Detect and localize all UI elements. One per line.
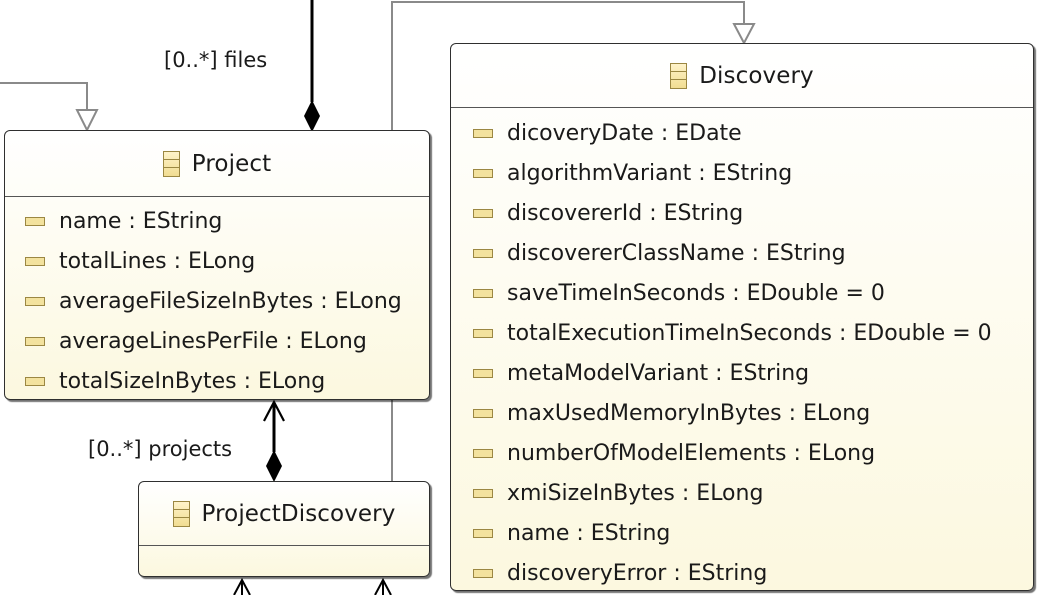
attribute-row[interactable]: name : EString [473, 513, 1033, 553]
attribute-row[interactable]: totalSizeInBytes : ELong [25, 361, 429, 399]
eattribute-icon [473, 208, 493, 218]
attribute-label: discovererClassName : EString [507, 240, 846, 266]
attribute-label: name : EString [507, 520, 671, 546]
inheritance-line-left[interactable] [0, 82, 88, 118]
reference-arrow-bottom-1 [233, 577, 251, 595]
composition-diamond-projects [266, 450, 282, 482]
attribute-row[interactable]: discovererId : EString [473, 193, 1033, 233]
class-project-name: Project [191, 150, 272, 177]
attribute-label: metaModelVariant : EString [507, 360, 810, 386]
attribute-row[interactable]: totalExecutionTimeInSeconds : EDouble = … [473, 313, 1033, 353]
class-projectdiscovery-header: ProjectDiscovery [139, 482, 429, 546]
reference-arrow-bottom-2 [374, 577, 392, 595]
class-discovery-name: Discovery [699, 62, 814, 89]
class-projectdiscovery[interactable]: ProjectDiscovery [138, 481, 430, 577]
attribute-row[interactable]: numberOfModelElements : ELong [473, 433, 1033, 473]
attribute-row[interactable]: algorithmVariant : EString [473, 153, 1033, 193]
eattribute-icon [473, 168, 493, 178]
attribute-label: maxUsedMemoryInBytes : ELong [507, 400, 871, 426]
eattribute-icon [473, 528, 493, 538]
attribute-row[interactable]: metaModelVariant : EString [473, 353, 1033, 393]
attribute-label: algorithmVariant : EString [507, 160, 793, 186]
attribute-label: saveTimeInSeconds : EDouble = 0 [507, 280, 885, 306]
eclass-icon [172, 500, 190, 527]
class-project-header: Project [5, 131, 429, 197]
attribute-row[interactable]: dicoveryDate : EDate [473, 113, 1033, 153]
class-project-attributes: name : EString totalLines : ELong averag… [5, 197, 429, 399]
eattribute-icon [473, 368, 493, 378]
navigation-arrow-projects [263, 399, 285, 422]
class-projectdiscovery-name: ProjectDiscovery [201, 500, 396, 527]
eattribute-icon [25, 296, 45, 306]
eattribute-icon [25, 376, 45, 386]
attribute-label: discoveryError : EString [507, 560, 768, 586]
eattribute-icon [473, 128, 493, 138]
eclass-icon [162, 150, 180, 177]
class-discovery-attributes: dicoveryDate : EDate algorithmVariant : … [451, 108, 1033, 590]
attribute-label: numberOfModelElements : ELong [507, 440, 876, 466]
eattribute-icon [25, 216, 45, 226]
attribute-row[interactable]: name : EString [25, 201, 429, 241]
attribute-row[interactable]: maxUsedMemoryInBytes : ELong [473, 393, 1033, 433]
attribute-row[interactable]: averageFileSizeInBytes : ELong [25, 281, 429, 321]
relation-label-files: [0..*] files [164, 48, 268, 72]
attribute-row[interactable]: discovererClassName : EString [473, 233, 1033, 273]
attribute-row[interactable]: saveTimeInSeconds : EDouble = 0 [473, 273, 1033, 313]
eattribute-icon [473, 328, 493, 338]
eattribute-icon [473, 488, 493, 498]
attribute-label: averageFileSizeInBytes : ELong [59, 288, 402, 314]
eattribute-icon [473, 568, 493, 578]
attribute-label: dicoveryDate : EDate [507, 120, 742, 146]
class-projectdiscovery-attributes [139, 546, 429, 576]
eattribute-icon [473, 408, 493, 418]
attribute-row[interactable]: discoveryError : EString [473, 553, 1033, 590]
class-discovery-header: Discovery [451, 44, 1033, 108]
attribute-label: averageLinesPerFile : ELong [59, 328, 367, 354]
composition-diamond-files [304, 100, 320, 132]
relation-label-projects: [0..*] projects [88, 437, 233, 461]
attribute-row[interactable]: xmiSizeInBytes : ELong [473, 473, 1033, 513]
attribute-label: totalLines : ELong [59, 248, 256, 274]
eattribute-icon [473, 448, 493, 458]
inheritance-arrowhead-project [75, 109, 99, 133]
attribute-row[interactable]: totalLines : ELong [25, 241, 429, 281]
eattribute-icon [25, 336, 45, 346]
attribute-label: totalExecutionTimeInSeconds : EDouble = … [507, 320, 992, 346]
attribute-label: xmiSizeInBytes : ELong [507, 480, 764, 506]
attribute-row[interactable]: averageLinesPerFile : ELong [25, 321, 429, 361]
class-project[interactable]: Project name : EString totalLines : ELon… [4, 130, 430, 400]
eattribute-icon [473, 288, 493, 298]
attribute-label: discovererId : EString [507, 200, 744, 226]
eclass-icon [670, 62, 688, 89]
eattribute-icon [473, 248, 493, 258]
attribute-label: name : EString [59, 208, 223, 234]
inheritance-arrowhead-discovery [732, 23, 756, 46]
attribute-label: totalSizeInBytes : ELong [59, 368, 326, 394]
eattribute-icon [25, 256, 45, 266]
class-discovery[interactable]: Discovery dicoveryDate : EDate algorithm… [450, 43, 1034, 591]
